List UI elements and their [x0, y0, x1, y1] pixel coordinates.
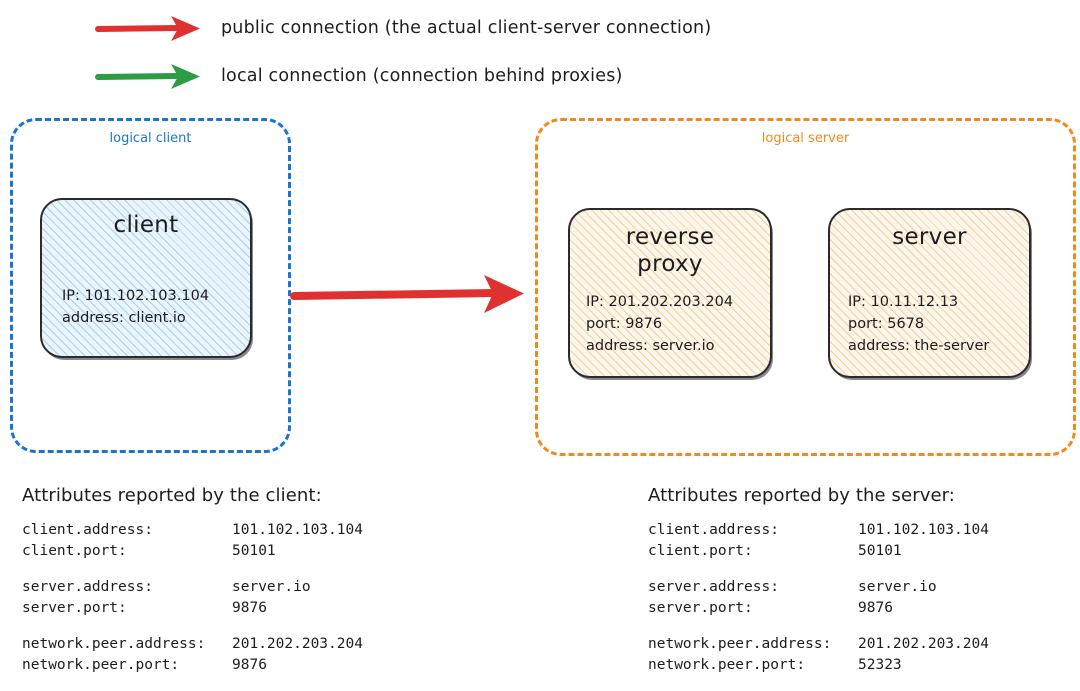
node-reverse-proxy-title: reverse proxy [625, 224, 715, 277]
attribute-key: client.port: [22, 542, 127, 559]
attribute-value: 101.102.103.104 [858, 522, 989, 538]
legend-item-local-connection: local connection (connection behind prox… [95, 58, 995, 94]
attribute-row: client.address: 101.102.103.104 [22, 520, 452, 541]
attribute-row: network.peer.port: 52323 [648, 655, 1078, 676]
logical-client-label: logical client [109, 131, 192, 146]
arrow-right-icon [95, 64, 200, 89]
attribute-value: server.io [232, 579, 311, 596]
attribute-key: client.address: [648, 522, 779, 538]
attribute-row: server.port: 9876 [648, 598, 1078, 619]
attribute-row: server.port: 9876 [22, 598, 452, 619]
node-client[interactable]: client IP: 101.102.103.104 address: clie… [40, 198, 252, 358]
attribute-key: network.peer.address: [648, 636, 832, 653]
legend-label-local-connection: local connection (connection behind prox… [221, 66, 623, 86]
attribute-value: 9876 [858, 599, 893, 616]
node-client-details: IP: 101.102.103.104 address: client.io [62, 288, 210, 326]
arrow-right-icon [95, 16, 200, 41]
attribute-key: client.port: [648, 542, 753, 559]
logical-client-group: logical client [10, 118, 291, 453]
attribute-value: 101.102.103.104 [232, 522, 363, 538]
attribute-key: server.port: [648, 599, 753, 616]
node-server-title: server [892, 224, 967, 250]
attribute-key: server.address: [648, 579, 779, 596]
attribute-value: 201.202.203.204 [232, 636, 363, 653]
attribute-row: server.address: server.io [648, 577, 1078, 598]
legend-label-public-connection: public connection (the actual client-ser… [221, 18, 712, 38]
attribute-value: server.io [858, 579, 937, 596]
attribute-value: 9876 [232, 599, 267, 616]
logical-server-label: logical server [761, 131, 850, 146]
attributes-panel-client: Attributes reported by the client: clien… [22, 485, 452, 675]
node-client-title: client [113, 212, 179, 238]
attribute-row: server.address: server.io [22, 577, 452, 598]
attribute-value: 50101 [858, 542, 902, 559]
attribute-row: client.port: 50101 [648, 541, 1078, 562]
node-server[interactable]: server IP: 10.11.12.13 port: 5678 addres… [828, 208, 1031, 378]
attribute-key: network.peer.address: [22, 636, 206, 653]
attribute-key: server.address: [22, 579, 153, 596]
attribute-group: server.address: server.io server.port: 9876 [648, 577, 1078, 618]
attribute-key: client.address: [22, 522, 153, 538]
attribute-row: network.peer.address: 201.202.203.204 [22, 634, 452, 655]
attribute-value: 50101 [232, 542, 276, 559]
attributes-client-list: client.address: 101.102.103.104 client.por… [22, 520, 452, 675]
attribute-value: 201.202.203.204 [858, 636, 989, 653]
legend-item-public-connection: public connection (the actual client-ser… [95, 10, 995, 46]
node-reverse-proxy[interactable]: reverse proxy IP: 201.202.203.204 port: … [568, 208, 772, 378]
attribute-row: client.port: 50101 [22, 541, 452, 562]
attributes-server-list: client.address: 101.102.103.104 client.por… [648, 520, 1078, 675]
public-connection-arrow [290, 275, 524, 313]
attribute-key: server.port: [22, 599, 127, 616]
attribute-value: 9876 [232, 656, 267, 673]
attribute-value: 52323 [858, 656, 902, 673]
attribute-group: client.address: 101.102.103.104 client.por… [22, 520, 452, 561]
attribute-row: client.address: 101.102.103.104 [648, 520, 1078, 541]
node-reverse-proxy-details: IP: 201.202.203.204 port: 9876 address: … [586, 294, 734, 354]
attribute-key: network.peer.port: [22, 656, 180, 673]
attribute-key: network.peer.port: [648, 656, 806, 673]
attributes-server-heading: Attributes reported by the server: [648, 485, 955, 506]
attribute-row: network.peer.port: 9876 [22, 655, 452, 676]
attribute-group: client.address: 101.102.103.104 client.por… [648, 520, 1078, 561]
attribute-group: server.address: server.io server.port: 9876 [22, 577, 452, 618]
node-server-details: IP: 10.11.12.13 port: 5678 address: the-… [848, 294, 990, 354]
logical-server-group: logical server [535, 118, 1076, 456]
attributes-client-heading: Attributes reported by the client: [22, 485, 322, 506]
attribute-row: network.peer.address: 201.202.203.204 [648, 634, 1078, 655]
attributes-panel-server: Attributes reported by the server: clien… [648, 485, 1078, 675]
